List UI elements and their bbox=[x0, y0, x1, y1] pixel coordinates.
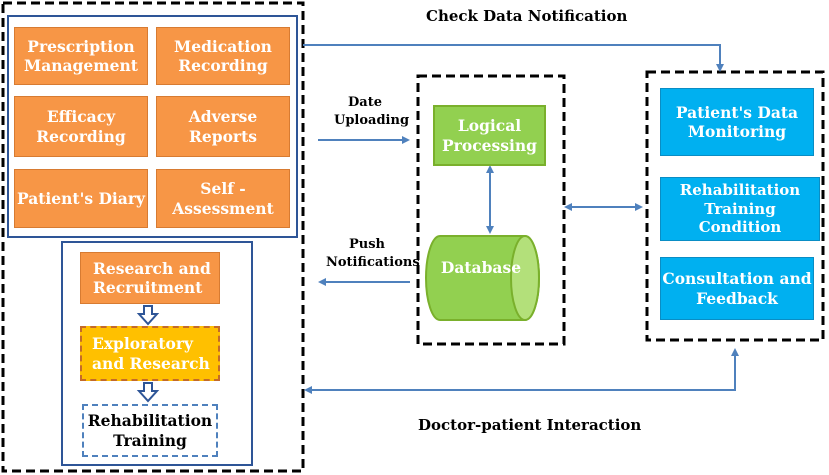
check-data-arrow bbox=[303, 44, 724, 72]
database-cylinder bbox=[425, 235, 540, 321]
patient-modules-frame bbox=[7, 15, 298, 238]
consultation-feedback-box: Consultation and Feedback bbox=[660, 257, 814, 320]
doctor-app-frame bbox=[645, 70, 825, 342]
rehabilitation-condition-box: Rehabilitation Training Condition bbox=[660, 177, 820, 241]
patients-data-monitoring-box: Patient's Data Monitoring bbox=[660, 88, 814, 156]
upload-label: Date Uploading bbox=[334, 95, 410, 128]
interaction-arrow bbox=[304, 348, 739, 394]
efficacy-recording-box: Efficacy Recording bbox=[14, 96, 148, 157]
database-label: Database bbox=[440, 258, 522, 277]
exploratory-research-box: Exploratory and Research bbox=[80, 326, 220, 381]
doctor-patient-label: Doctor-patient Interaction bbox=[418, 416, 642, 434]
research-recruitment-box: Research and Recruitment bbox=[80, 252, 220, 304]
patients-diary-box: Patient's Diary bbox=[14, 169, 148, 228]
patient-app-frame bbox=[1, 1, 305, 473]
medication-recording-box: Medication Recording bbox=[156, 27, 290, 85]
prescription-management-box: Prescription Management bbox=[14, 27, 148, 85]
push-label: Push Notifications bbox=[326, 237, 420, 270]
step-arrow-2 bbox=[136, 382, 160, 403]
self-assessment-box: Self - Assessment bbox=[156, 169, 290, 228]
research-frame bbox=[61, 241, 253, 466]
adverse-reports-box: Adverse Reports bbox=[156, 96, 290, 157]
check-data-title: Check Data Notification bbox=[426, 7, 628, 25]
rehabilitation-training-box: Rehabilitation Training bbox=[82, 404, 218, 457]
step-arrow-1 bbox=[136, 305, 160, 326]
logical-processing-box: Logical Processing bbox=[433, 105, 546, 166]
